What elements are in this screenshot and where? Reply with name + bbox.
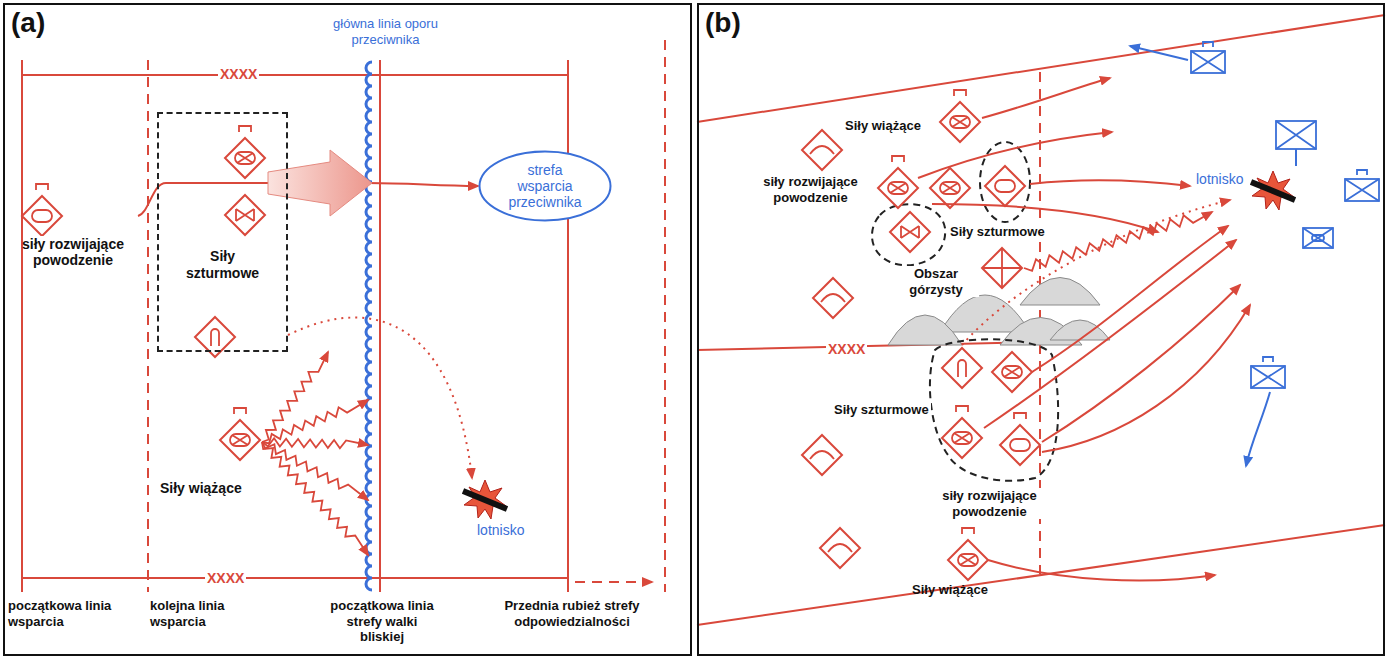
boundary-lines [697, 15, 1385, 625]
line-label: główna linia oporu przeciwnika [318, 16, 453, 47]
airfield-target: lotnisko [455, 478, 524, 538]
explosion-symbol [1243, 168, 1303, 214]
force-label: Siły szturmowe [948, 224, 1047, 240]
assault-group-box: Siły szturmowe [157, 112, 288, 352]
corps-boundary-mark: XXXX [218, 66, 259, 83]
force-label: siły rozwijające powodzenie [748, 174, 873, 205]
enemy-moves [1130, 46, 1296, 466]
wavy-arrow [1024, 212, 1212, 271]
diagram-panel: (a) Siły szturmowe siły rozwijające powodz… [3, 3, 692, 656]
target-label: lotnisko [1196, 171, 1243, 187]
enemy-zone: strefa wsparcia przeciwnika [478, 150, 612, 222]
wavy-arrow [262, 352, 328, 442]
force-label: Siły szturmowe [832, 402, 931, 418]
boundary-lines [22, 40, 665, 592]
group-label: Siły szturmowe [177, 248, 269, 282]
wavy-arrow [262, 438, 368, 448]
unit-symbol: siły rozwijające powodzenie [8, 180, 138, 268]
enemy-defence-line [366, 62, 372, 590]
line-label: początkowa linia wsparcia [8, 598, 120, 629]
unit-label: siły rozwijające powodzenie [8, 236, 138, 268]
main-effort-arrow [268, 150, 372, 216]
wavy-arrow [262, 442, 368, 555]
line-label: początkowa linia strefy walki bliskiej [326, 598, 438, 645]
explosion-symbol [455, 478, 515, 522]
force-label: Siły wiążące [912, 582, 988, 598]
target-label: lotnisko [477, 522, 524, 538]
force-label: Siły wiążące [845, 118, 921, 134]
zone-label: strefa wsparcia przeciwnika [499, 162, 591, 210]
enemy-units [1191, 42, 1379, 388]
force-label: Siły wiążące [160, 480, 242, 497]
terrain-label: Obszar górzysty [893, 266, 979, 297]
panel-letter: (b) [705, 7, 741, 39]
line-label: Przednia rubież strefy odpowiedzialności [486, 598, 658, 629]
wavy-attack-arrow [1024, 212, 1212, 271]
diagram-panel: (b) lotnisko [697, 3, 1385, 656]
wavy-arrow [262, 400, 368, 444]
group-outlines [872, 142, 1058, 481]
attack-arrows [918, 78, 1250, 580]
panel-letter: (a) [11, 7, 45, 39]
fixing-attack-arrows [262, 352, 368, 555]
unit-symbols [195, 126, 265, 460]
force-label: siły rozwijające powodzenie [925, 488, 1054, 519]
unit-symbol [8, 180, 138, 236]
line-label: kolejna linia wsparcia [150, 598, 250, 629]
airfield-target: lotnisko [1196, 168, 1303, 214]
corps-boundary-mark: XXXX [826, 341, 867, 358]
corps-boundary-mark: XXXX [205, 570, 246, 587]
